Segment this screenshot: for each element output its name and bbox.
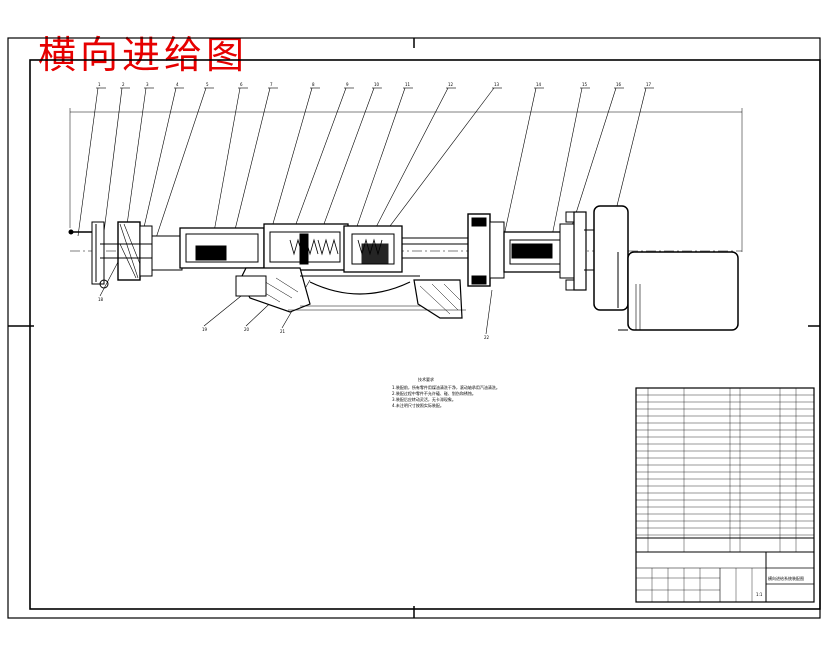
callout-number: 8 bbox=[312, 82, 315, 87]
overall-dimension bbox=[69, 108, 743, 252]
callout-number: 12 bbox=[448, 82, 454, 87]
callout-number: 5 bbox=[206, 82, 209, 87]
callout-leader bbox=[213, 87, 241, 233]
callout-number: 7 bbox=[270, 82, 273, 87]
callout-number: 17 bbox=[646, 82, 652, 87]
callout-number: 13 bbox=[494, 82, 500, 87]
callout-number: 22 bbox=[484, 335, 490, 340]
callout-leader bbox=[265, 87, 313, 249]
inner-frame bbox=[29, 59, 821, 610]
callout-leader bbox=[551, 87, 583, 237]
notes-line: 4.未注明尺寸按照实际装配。 bbox=[392, 402, 444, 408]
drawing-name: 横向进给系统装配图 bbox=[768, 575, 804, 581]
callout-number: 9 bbox=[346, 82, 349, 87]
callout-number: 20 bbox=[244, 327, 250, 332]
callout-leader bbox=[569, 87, 617, 233]
callout-number: 15 bbox=[582, 82, 588, 87]
callout-leader bbox=[485, 289, 493, 335]
callout-leader bbox=[611, 87, 647, 227]
callout-number: 4 bbox=[176, 82, 179, 87]
callout-leaders bbox=[77, 87, 654, 335]
scale-value: 1:1 bbox=[756, 592, 763, 597]
callout-leader bbox=[125, 87, 147, 233]
assembly-body bbox=[68, 205, 739, 331]
callout-number: 16 bbox=[616, 82, 622, 87]
callout-leader bbox=[141, 87, 177, 237]
notes-heading: 技术要求 bbox=[418, 376, 434, 382]
parts-list bbox=[635, 387, 815, 603]
callout-leader bbox=[103, 87, 123, 233]
callout-leader bbox=[153, 87, 207, 245]
notes-line: 2.装配过程中零件不允许磕、碰、划伤和锈蚀。 bbox=[392, 390, 476, 396]
callout-number: 6 bbox=[240, 82, 243, 87]
callout-leader bbox=[371, 87, 495, 251]
centering-marks bbox=[8, 38, 820, 618]
callout-number: 1 bbox=[98, 82, 101, 87]
notes-line: 1.装配前，所有零件用煤油清洗干净，滚动轴承用汽油清洗。 bbox=[392, 384, 500, 390]
callout-leader bbox=[77, 87, 99, 237]
callout-number: 21 bbox=[280, 329, 286, 334]
callout-number: 11 bbox=[405, 82, 411, 87]
notes-line: 3.装配后应转动灵活，无卡滞现象。 bbox=[392, 396, 456, 402]
callout-number: 14 bbox=[536, 82, 542, 87]
technical-notes: 技术要求 1.装配前，所有零件用煤油清洗干净，滚动轴承用汽油清洗。 2.装配过程… bbox=[392, 376, 500, 408]
callout-leader bbox=[503, 87, 537, 237]
callout-number: 3 bbox=[146, 82, 149, 87]
drawing-title: 横向进给图 bbox=[38, 33, 249, 77]
callout-number: 19 bbox=[202, 327, 208, 332]
callout-number: 2 bbox=[122, 82, 125, 87]
callout-leader bbox=[99, 261, 119, 297]
callout-number: 18 bbox=[98, 297, 104, 302]
callout-leader bbox=[229, 87, 271, 251]
callout-leader bbox=[203, 291, 247, 327]
callout-number: 10 bbox=[374, 82, 380, 87]
